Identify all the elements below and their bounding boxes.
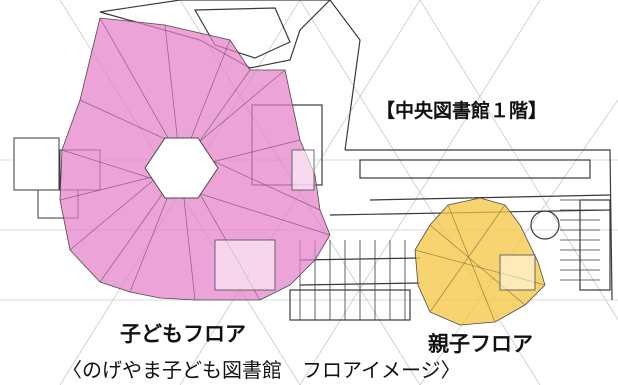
family-floor-zone xyxy=(414,197,546,326)
map-caption: 〈のげやま子ども図書館 フロアイメージ〉 xyxy=(62,358,461,382)
family-floor-label: 親子フロア xyxy=(428,332,533,356)
kids-floor-label: 子どもフロア xyxy=(120,322,246,346)
atrium-hexagon xyxy=(144,137,219,199)
stair-hatching xyxy=(299,199,600,320)
floor-title: 【中央図書館１階】 xyxy=(376,100,548,122)
kids-floor-zone xyxy=(59,17,331,301)
